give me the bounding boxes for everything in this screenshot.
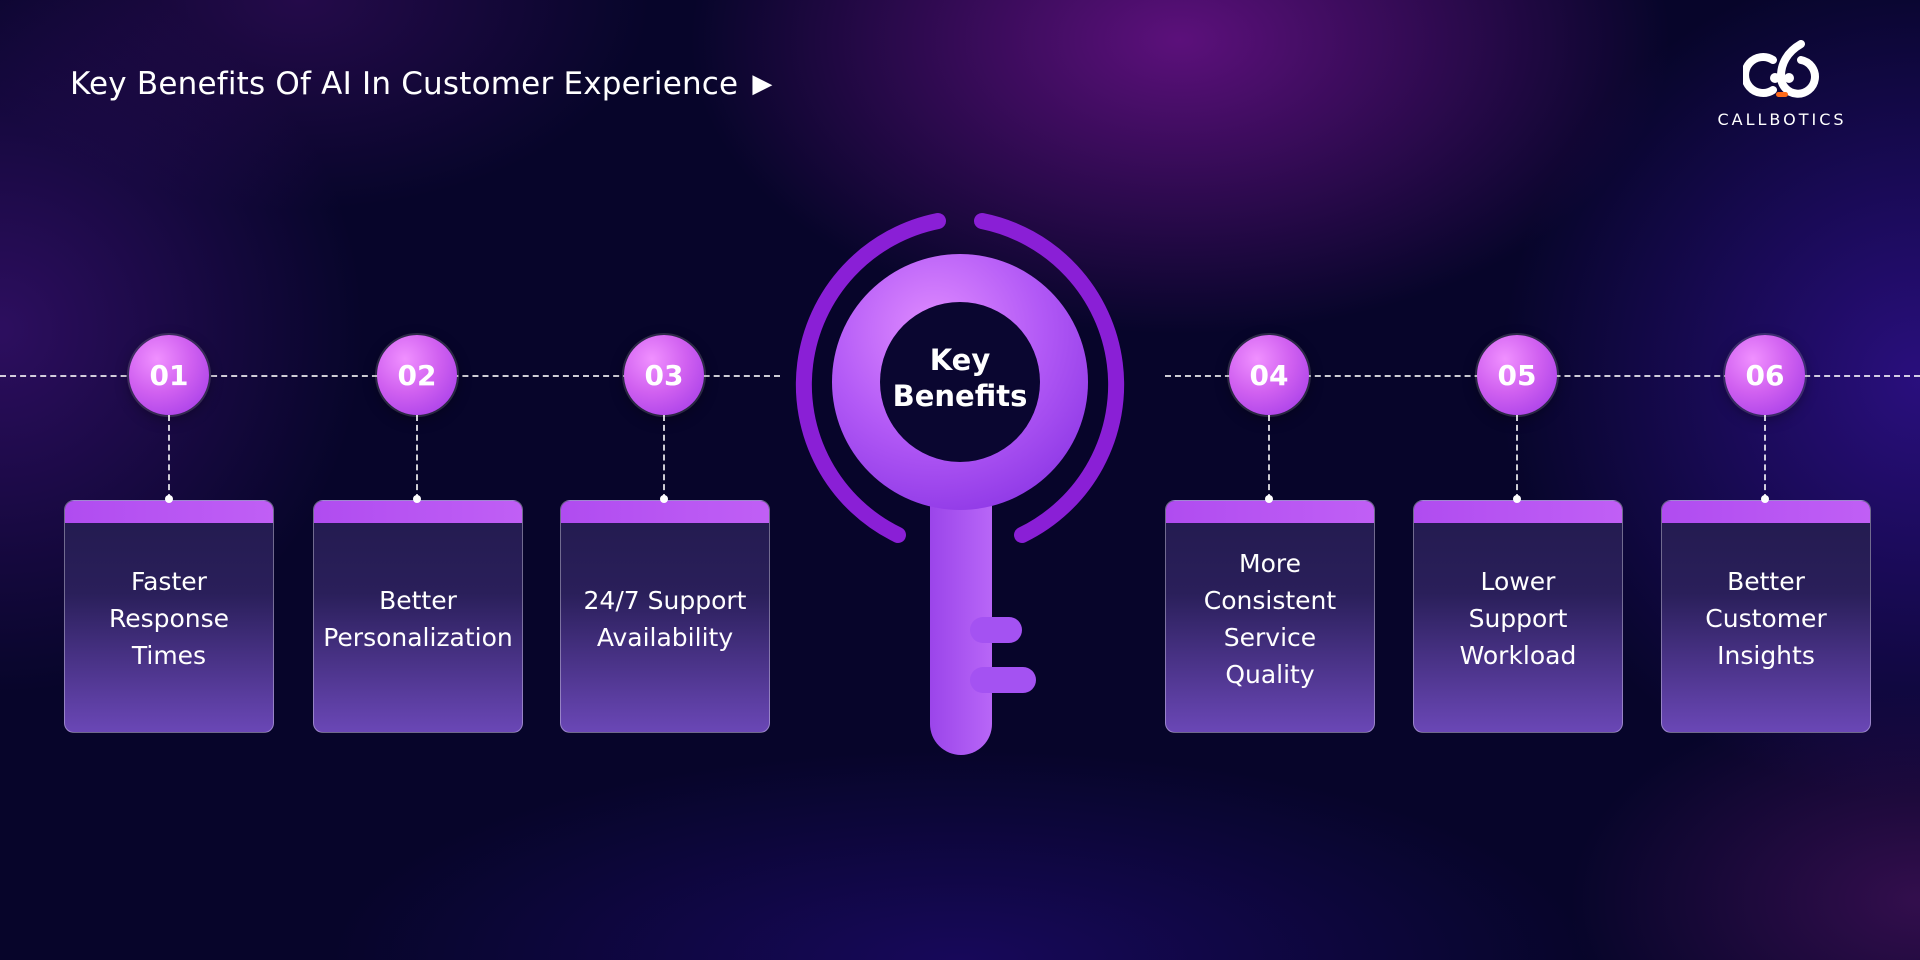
card-header-bar [314,501,522,523]
step-number-04: 04 [1229,335,1309,415]
logo-text: CALLBOTICS [1717,110,1847,129]
step-number-01: 01 [129,335,209,415]
connector-dot-01 [165,495,173,503]
benefit-card-02: Better Personalization [313,500,523,733]
step-number-06: 06 [1725,335,1805,415]
benefit-label-01: Faster Response Times [108,567,230,670]
play-arrow-icon: ▶ [752,69,773,99]
card-header-bar [1414,501,1622,523]
connector-05 [1516,415,1518,500]
step-number-02: 02 [377,335,457,415]
connector-dot-04 [1265,495,1273,503]
step-number-03: 03 [624,335,704,415]
benefit-card-01: Faster Response Times [64,500,274,733]
callbotics-logo: CALLBOTICS [1698,40,1866,129]
connector-dot-02 [413,495,421,503]
benefit-card-03: 24/7 Support Availability [560,500,770,733]
card-header-bar [1662,501,1870,523]
connector-dot-06 [1761,495,1769,503]
benefit-card-04: More Consistent Service Quality [1165,500,1375,733]
card-header-bar [561,501,769,523]
step-number-05: 05 [1477,335,1557,415]
card-header-bar [65,501,273,523]
benefit-label-04: More Consistent Service Quality [1203,548,1337,689]
benefit-label-06: Better Customer Insights [1705,567,1827,670]
page-title: Key Benefits Of AI In Customer Experienc… [70,66,773,102]
title-text: Key Benefits Of AI In Customer Experienc… [70,66,739,102]
key-benefits-label: Key Benefits [892,343,1028,413]
connector-04 [1268,415,1270,500]
benefit-card-05: Lower Support Workload [1413,500,1623,733]
benefit-label-05: Lower Support Workload [1459,567,1577,670]
connector-02 [416,415,418,500]
benefit-label-02: Better Personalization [323,585,513,652]
card-header-bar [1166,501,1374,523]
connector-01 [168,415,170,500]
connector-06 [1764,415,1766,500]
connector-dot-03 [660,495,668,503]
key-icon [795,213,1125,755]
benefit-label-03: 24/7 Support Availability [583,585,747,652]
connector-03 [663,415,665,500]
benefit-card-06: Better Customer Insights [1661,500,1871,733]
callbotics-logo-icon [1743,40,1819,98]
connector-dot-05 [1513,495,1521,503]
